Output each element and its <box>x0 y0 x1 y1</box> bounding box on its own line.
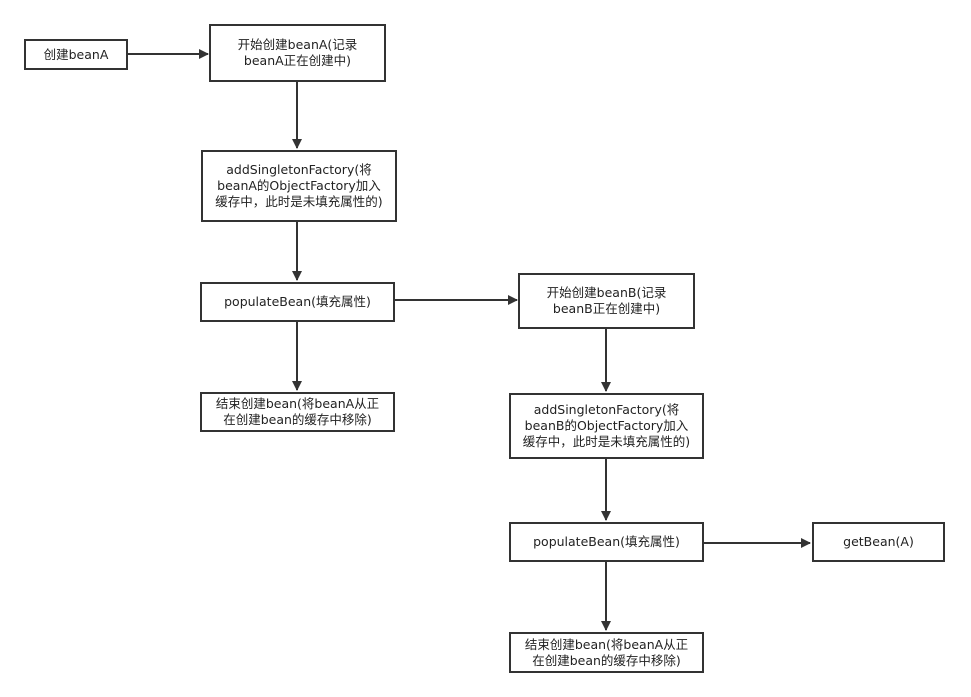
node-start-create-bean-a: 开始创建beanA(记录 beanA正在创建中) <box>209 24 386 82</box>
node-populate-bean-b: populateBean(填充属性) <box>509 522 704 562</box>
node-add-singleton-factory-b: addSingletonFactory(将 beanB的ObjectFactor… <box>509 393 704 459</box>
node-end-create-bean-a: 结束创建bean(将beanA从正 在创建bean的缓存中移除) <box>200 392 395 432</box>
node-create-bean-a: 创建beanA <box>24 39 128 70</box>
node-get-bean-a: getBean(A) <box>812 522 945 562</box>
node-populate-bean-a: populateBean(填充属性) <box>200 282 395 322</box>
node-add-singleton-factory-a: addSingletonFactory(将 beanA的ObjectFactor… <box>201 150 397 222</box>
node-end-create-bean-b: 结束创建bean(将beanA从正 在创建bean的缓存中移除) <box>509 632 704 673</box>
node-start-create-bean-b: 开始创建beanB(记录 beanB正在创建中) <box>518 273 695 329</box>
